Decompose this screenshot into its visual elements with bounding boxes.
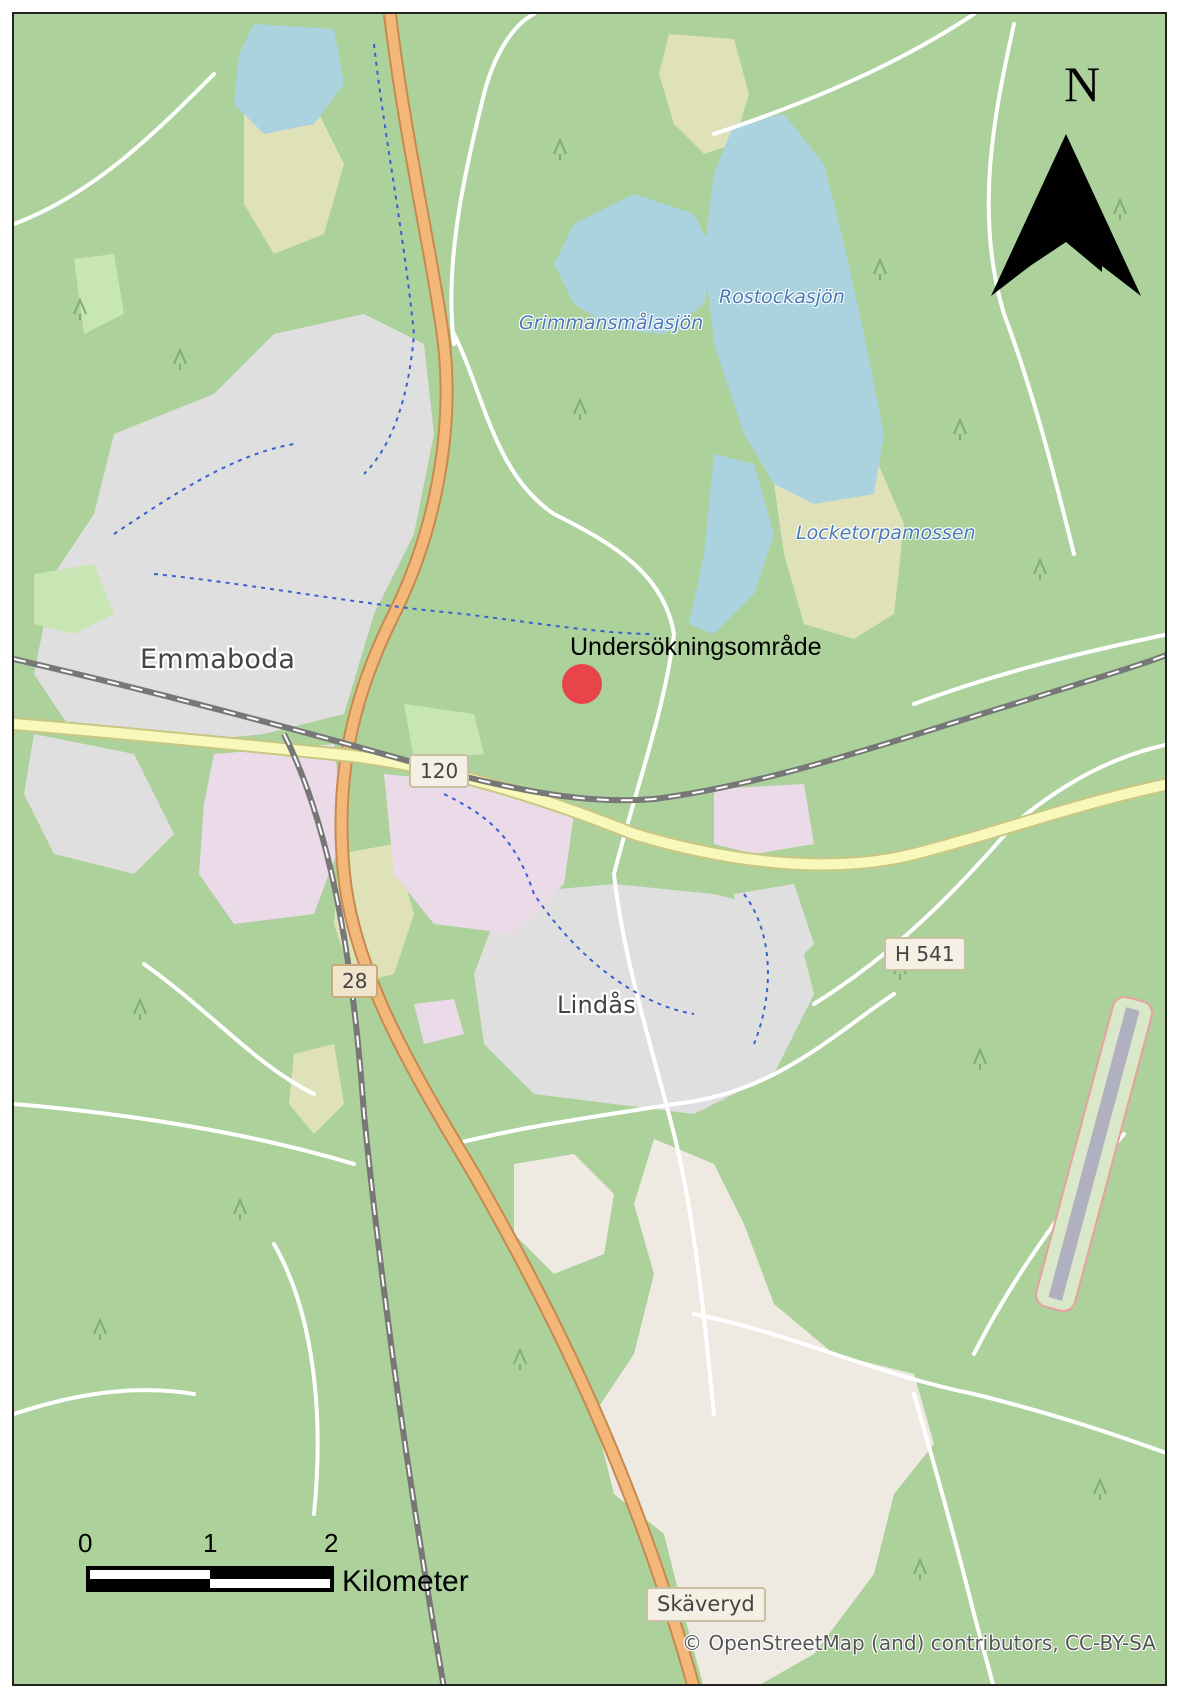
basemap bbox=[14, 14, 1165, 1684]
park-area bbox=[34, 564, 114, 634]
study-site-label: Undersökningsområde bbox=[570, 633, 822, 661]
north-arrow-label: N bbox=[1064, 56, 1101, 112]
road-shield-h541: H 541 bbox=[884, 937, 966, 971]
runway bbox=[1048, 1007, 1140, 1301]
lake bbox=[554, 194, 714, 334]
residential-area bbox=[734, 884, 814, 974]
place-label-lindas: Lindås bbox=[557, 991, 636, 1019]
scale-bar-unit: Kilometer bbox=[342, 1565, 469, 1598]
study-site-marker bbox=[562, 664, 602, 704]
lake-label-rostockasjon: Rostockasjön bbox=[719, 286, 845, 308]
residential-area bbox=[34, 314, 434, 744]
road-shield-28: 28 bbox=[331, 964, 379, 998]
highway-28 bbox=[336, 14, 699, 1684]
park-area bbox=[404, 704, 484, 759]
place-label-emmaboda: Emmaboda bbox=[140, 644, 296, 675]
scale-bar-tick-1: 1 bbox=[203, 1528, 218, 1558]
lake bbox=[689, 454, 774, 634]
industrial-area bbox=[384, 774, 574, 934]
industrial-area bbox=[714, 784, 814, 854]
scale-bar-tick-2: 2 bbox=[324, 1528, 339, 1558]
marsh-area bbox=[289, 1044, 344, 1134]
footpaths bbox=[113, 43, 769, 1045]
road-120 bbox=[14, 719, 1165, 870]
place-label-skaveryd: Skäveryd bbox=[646, 1587, 766, 1623]
lake bbox=[234, 24, 344, 134]
industrial-area bbox=[414, 999, 464, 1044]
map-attribution: © OpenStreetMap (and) contributors, CC-B… bbox=[682, 1631, 1156, 1655]
road-shield-120: 120 bbox=[409, 754, 470, 788]
scale-bar-tick-0: 0 bbox=[78, 1528, 93, 1558]
park-area bbox=[74, 254, 124, 334]
marsh-area bbox=[244, 104, 344, 254]
bare-ground-area bbox=[594, 1139, 934, 1684]
lake-label-grimmansmalasjon: Grimmansmålasjön bbox=[519, 312, 704, 334]
north-arrow-icon bbox=[991, 134, 1141, 296]
residential-area bbox=[24, 734, 174, 874]
residential-area bbox=[474, 884, 814, 1114]
map-frame: Emmaboda Lindås Skäveryd Grimmansmålasjö… bbox=[12, 12, 1167, 1686]
marsh-label-locketorpamossen: Locketorpamossen bbox=[796, 522, 976, 544]
minor-roads bbox=[14, 14, 1165, 1684]
bare-ground-area bbox=[514, 1154, 614, 1274]
railway bbox=[14, 654, 1165, 802]
railway bbox=[283, 733, 445, 1684]
marsh-area bbox=[659, 34, 749, 154]
lake bbox=[704, 114, 884, 504]
scale-bar bbox=[86, 1566, 334, 1592]
